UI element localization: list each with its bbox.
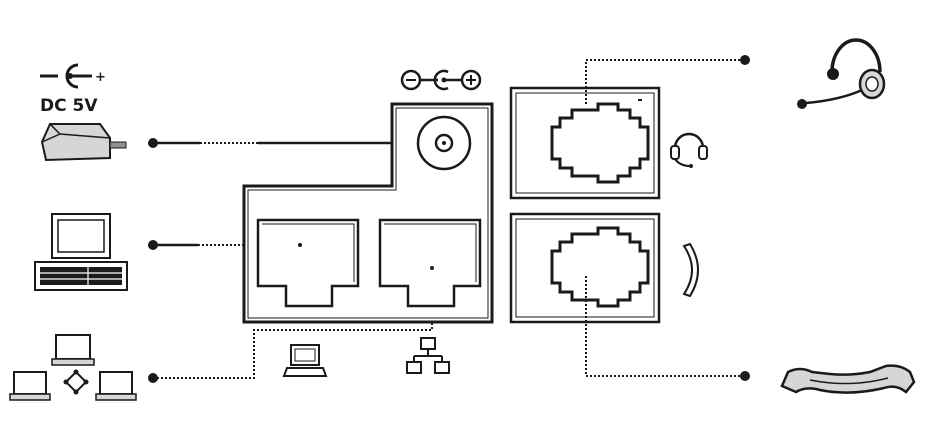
handset-connection-line: [585, 276, 750, 381]
headset-icon: [797, 38, 886, 109]
dc-power-port: [416, 115, 472, 171]
power-connection-line: [148, 138, 405, 148]
network-icon: [9, 334, 137, 401]
pc-icon: [34, 213, 128, 291]
handset-port-icon: [682, 242, 699, 298]
internet-port-icon: [406, 337, 450, 374]
handset-icon: [780, 364, 916, 394]
dc-voltage-label: DC 5V: [40, 96, 98, 116]
headset-port-icon: [670, 132, 708, 168]
network-connection-line: [148, 268, 433, 383]
handset-port: [509, 212, 661, 324]
pc-port-icon: [282, 344, 328, 377]
headset-connection-line: [585, 55, 750, 104]
pc-port: [256, 218, 360, 308]
dc-polarity-icon: [40, 63, 92, 89]
polarity-plus-sign: +: [95, 70, 106, 85]
center-positive-polarity-icon: [400, 69, 482, 91]
headset-port: [509, 86, 661, 200]
internet-port: [378, 218, 482, 308]
power-adapter-icon: [40, 123, 127, 162]
